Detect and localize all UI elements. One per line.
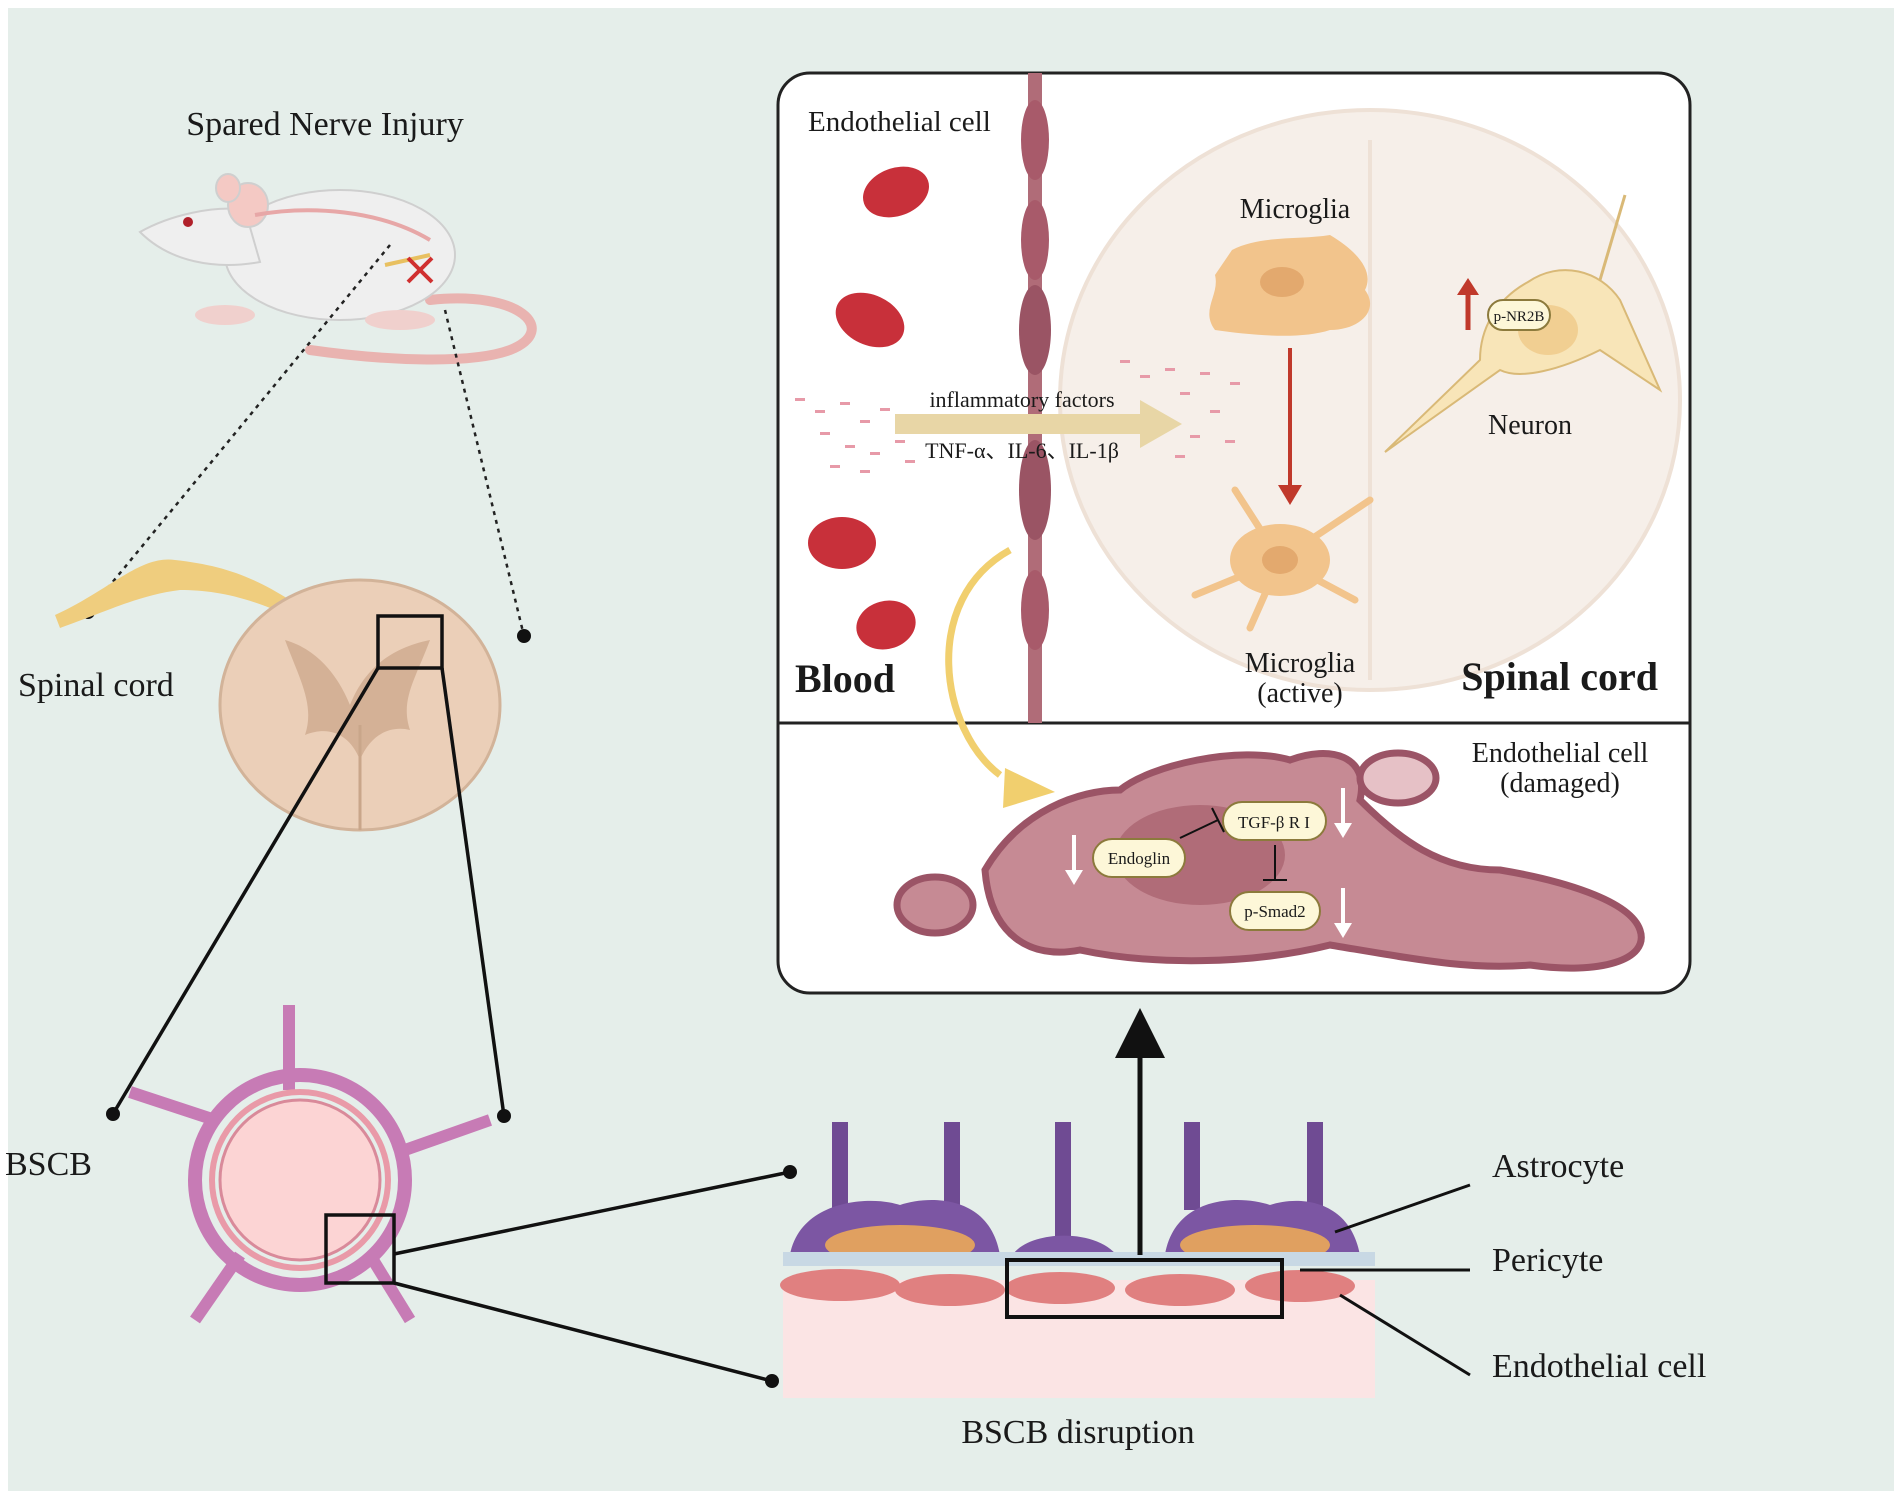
endothelial-cells-detail bbox=[780, 1269, 1355, 1306]
pnr2b-badge bbox=[1487, 299, 1551, 331]
detail-dot-bottom bbox=[765, 1374, 779, 1388]
bscb-zoom-box bbox=[376, 614, 444, 670]
tgf-badge bbox=[1222, 801, 1327, 841]
pericyte-ring bbox=[209, 1089, 391, 1271]
microglia-label: Microglia bbox=[1240, 194, 1351, 225]
neuron-dendrite bbox=[1598, 194, 1627, 281]
inflammatory-label: inflammatory factors bbox=[929, 387, 1114, 412]
microglia-active-label-2: (active) bbox=[1257, 678, 1343, 709]
bscb-disruption-label: BSCB disruption bbox=[961, 1414, 1194, 1451]
microglia-active-label-1: Microglia bbox=[1245, 648, 1356, 679]
psmad2-badge bbox=[1229, 891, 1321, 931]
mouse-leg-hind bbox=[365, 310, 435, 330]
pnr2b-label: p-NR2B bbox=[1494, 309, 1545, 325]
disruption-zoom-box bbox=[1005, 1258, 1284, 1319]
endothelial-label: Endothelial cell bbox=[808, 106, 991, 138]
zoom-line-detail-bottom bbox=[393, 1281, 773, 1383]
endothelial-pointer bbox=[1339, 1293, 1471, 1377]
curved-arrowhead bbox=[1003, 768, 1055, 808]
mechanism-panel: Endothelial cell inflammatory factors TN… bbox=[776, 71, 1692, 995]
down-arrows bbox=[1065, 788, 1352, 938]
zoom-line-right bbox=[443, 309, 526, 637]
zoom-line-left bbox=[87, 244, 391, 613]
blood-label: Blood bbox=[795, 656, 895, 701]
microglia-active-nucleus bbox=[1262, 546, 1298, 574]
cell-fragment-left bbox=[893, 873, 977, 937]
astrocyte-label: Astrocyte bbox=[1492, 1148, 1624, 1185]
neuron-label: Neuron bbox=[1488, 410, 1572, 441]
pericyte-label: Pericyte bbox=[1492, 1242, 1603, 1279]
damaged-endothelial-cell bbox=[981, 750, 1645, 972]
cell-fragment-top bbox=[1356, 749, 1440, 807]
tgf-label: TGF-β R I bbox=[1238, 813, 1310, 832]
astrocyte-pointer bbox=[1334, 1183, 1471, 1234]
red-blood-cell bbox=[863, 166, 929, 218]
damaged-label-2: (damaged) bbox=[1500, 768, 1620, 799]
zoom-line-bscb-right bbox=[440, 667, 506, 1117]
activation-arrowhead bbox=[1278, 485, 1302, 505]
endothelial-wall bbox=[1019, 73, 1051, 723]
zoom-line-bscb-left bbox=[111, 667, 380, 1115]
endothelial-label-bottom: Endothelial cell bbox=[1492, 1348, 1706, 1385]
astrocyte-processes bbox=[832, 1122, 1323, 1250]
damaged-label-1: Endothelial cell bbox=[1472, 738, 1649, 769]
curved-arrow bbox=[945, 546, 1012, 778]
red-blood-cell bbox=[856, 600, 916, 650]
red-blood-cell bbox=[808, 517, 876, 569]
mouse-head bbox=[138, 207, 262, 266]
bscb-label: BSCB bbox=[5, 1146, 92, 1183]
endoglin-badge bbox=[1092, 838, 1186, 878]
nerve-root bbox=[55, 559, 290, 628]
injury-cross-icon bbox=[406, 256, 434, 284]
inflammatory-arrow bbox=[895, 400, 1182, 448]
inhibition-tgf-psmad2 bbox=[1263, 845, 1287, 881]
endoglin-label: Endoglin bbox=[1108, 849, 1171, 868]
red-blood-cells bbox=[808, 166, 929, 650]
zoom-dot-right bbox=[517, 629, 531, 643]
psmad2-label: p-Smad2 bbox=[1244, 902, 1305, 921]
endothelium-zoom-box bbox=[324, 1213, 396, 1285]
model-title: Spared Nerve Injury bbox=[186, 106, 464, 143]
mouse-ear-back bbox=[215, 173, 241, 203]
bscb-dot-left bbox=[106, 1107, 120, 1121]
microglia-nucleus bbox=[1260, 267, 1304, 297]
neuron: p-NR2B bbox=[1384, 194, 1663, 453]
mouse-eye bbox=[183, 217, 193, 227]
astrocyte-endfeet-ring bbox=[188, 1068, 412, 1292]
bscb-vessel-illustration bbox=[128, 1005, 492, 1324]
vessel-lumen bbox=[218, 1098, 382, 1262]
detail-dot-top bbox=[783, 1165, 797, 1179]
zoom-line-detail-top bbox=[393, 1170, 791, 1256]
spinal-cord-label: Spinal cord bbox=[18, 667, 174, 704]
bscb-detail-illustration bbox=[780, 1122, 1375, 1398]
mouse-tail bbox=[305, 293, 537, 365]
red-blood-cell bbox=[835, 292, 905, 348]
mouse-illustration bbox=[138, 173, 537, 365]
pnr2b-up-arrowhead bbox=[1457, 278, 1479, 295]
mouse-spine bbox=[254, 208, 432, 242]
panel-spinal-cord-label: Spinal cord bbox=[1461, 654, 1658, 699]
mouse-leg bbox=[195, 305, 255, 325]
cytokines-label: TNF-α、IL-6、IL-1β bbox=[925, 438, 1119, 463]
bscb-dot-right bbox=[497, 1109, 511, 1123]
inhibition-endoglin-tgf bbox=[1179, 807, 1225, 839]
